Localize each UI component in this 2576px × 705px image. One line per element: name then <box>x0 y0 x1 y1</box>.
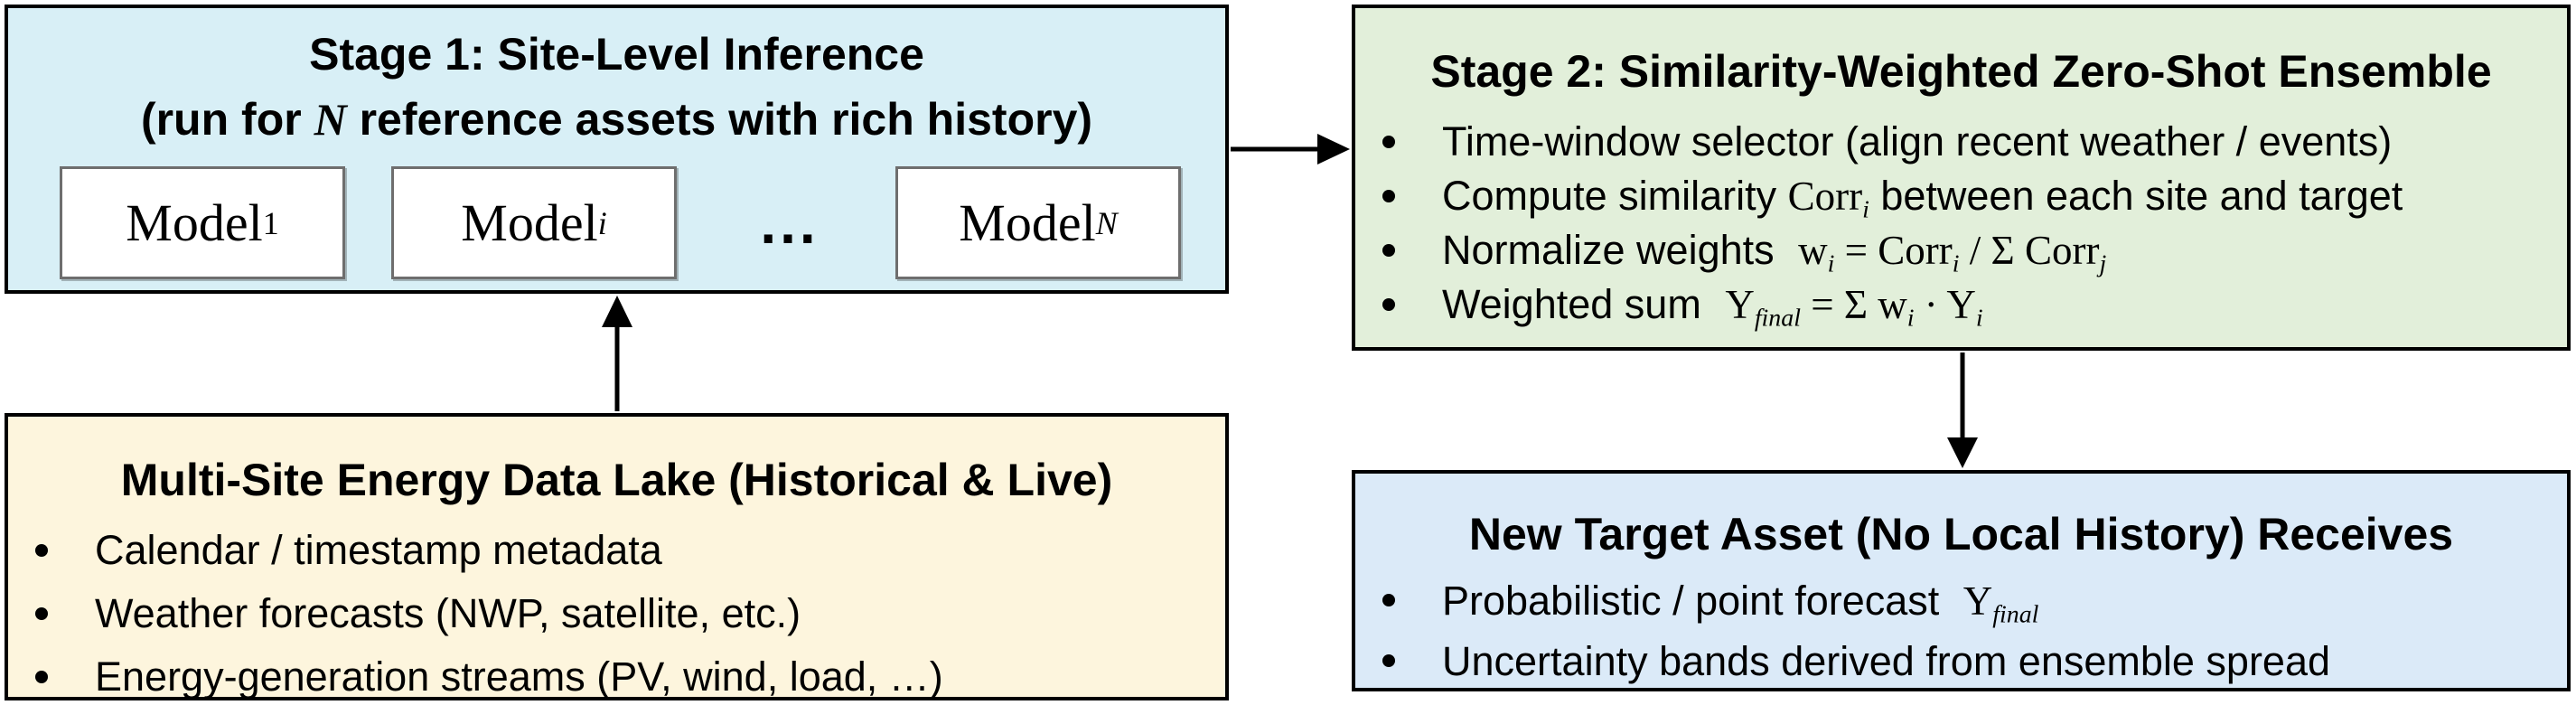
datalake-title: Multi-Site Energy Data Lake (Historical … <box>120 455 1113 505</box>
list-item: Weather forecasts (NWP, satellite, etc.) <box>8 582 1225 645</box>
models-ellipsis: ... <box>760 190 820 256</box>
list-item: Uncertainty bands derived from ensemble … <box>1355 631 2567 691</box>
datalake-bullet-list: Calendar / timestamp metadata Weather fo… <box>8 519 1225 705</box>
target-bullet-list: Probabilistic / point forecast Yfinal Un… <box>1355 570 2567 691</box>
stage1-title-line1: Stage 1: Site-Level Inference <box>309 29 924 80</box>
list-item: Compute similarity Corri between each si… <box>1355 169 2567 223</box>
stage1-title: Stage 1: Site-Level Inference (run for N… <box>8 8 1225 152</box>
stage2-title: Stage 2: Similarity-Weighted Zero-Shot E… <box>1430 46 2492 97</box>
bullet-dot <box>1382 136 1395 148</box>
bullet-dot <box>1382 654 1395 667</box>
arrow-stage2-to-target <box>1947 352 1978 468</box>
bullet-dot <box>1382 244 1395 257</box>
target-title: New Target Asset (No Local History) Rece… <box>1468 509 2454 559</box>
list-item: Calendar / timestamp metadata <box>8 519 1225 582</box>
bullet-dot <box>1382 594 1395 606</box>
list-item: Normalize weights wi = Corri / Σ Corrj <box>1355 223 2567 277</box>
bullet-dot <box>35 544 48 557</box>
bullet-dot <box>35 607 48 620</box>
stage1-box: Stage 1: Site-Level Inference (run for N… <box>5 5 1229 294</box>
arrow-datalake-to-stage1 <box>602 296 632 411</box>
list-item: Probabilistic / point forecast Yfinal <box>1355 570 2567 631</box>
list-item: Time-window selector (align recent weath… <box>1355 115 2567 169</box>
list-item: Weighted sum Yfinal = Σ wi · Yi <box>1355 277 2567 332</box>
stage2-box: Stage 2: Similarity-Weighted Zero-Shot E… <box>1352 5 2571 351</box>
bullet-dot <box>35 671 48 683</box>
bullet-dot <box>1382 298 1395 311</box>
variable-N: N <box>314 94 347 145</box>
stage2-bullet-list: Time-window selector (align recent weath… <box>1355 115 2567 332</box>
target-box: New Target Asset (No Local History) Rece… <box>1352 470 2571 691</box>
list-item: Energy-generation streams (PV, wind, loa… <box>8 645 1225 705</box>
stage1-title-line2: (run for N reference assets with rich hi… <box>140 94 1093 145</box>
bullet-dot <box>1382 190 1395 202</box>
arrow-stage1-to-stage2 <box>1231 134 1350 164</box>
datalake-box: Multi-Site Energy Data Lake (Historical … <box>5 413 1229 700</box>
